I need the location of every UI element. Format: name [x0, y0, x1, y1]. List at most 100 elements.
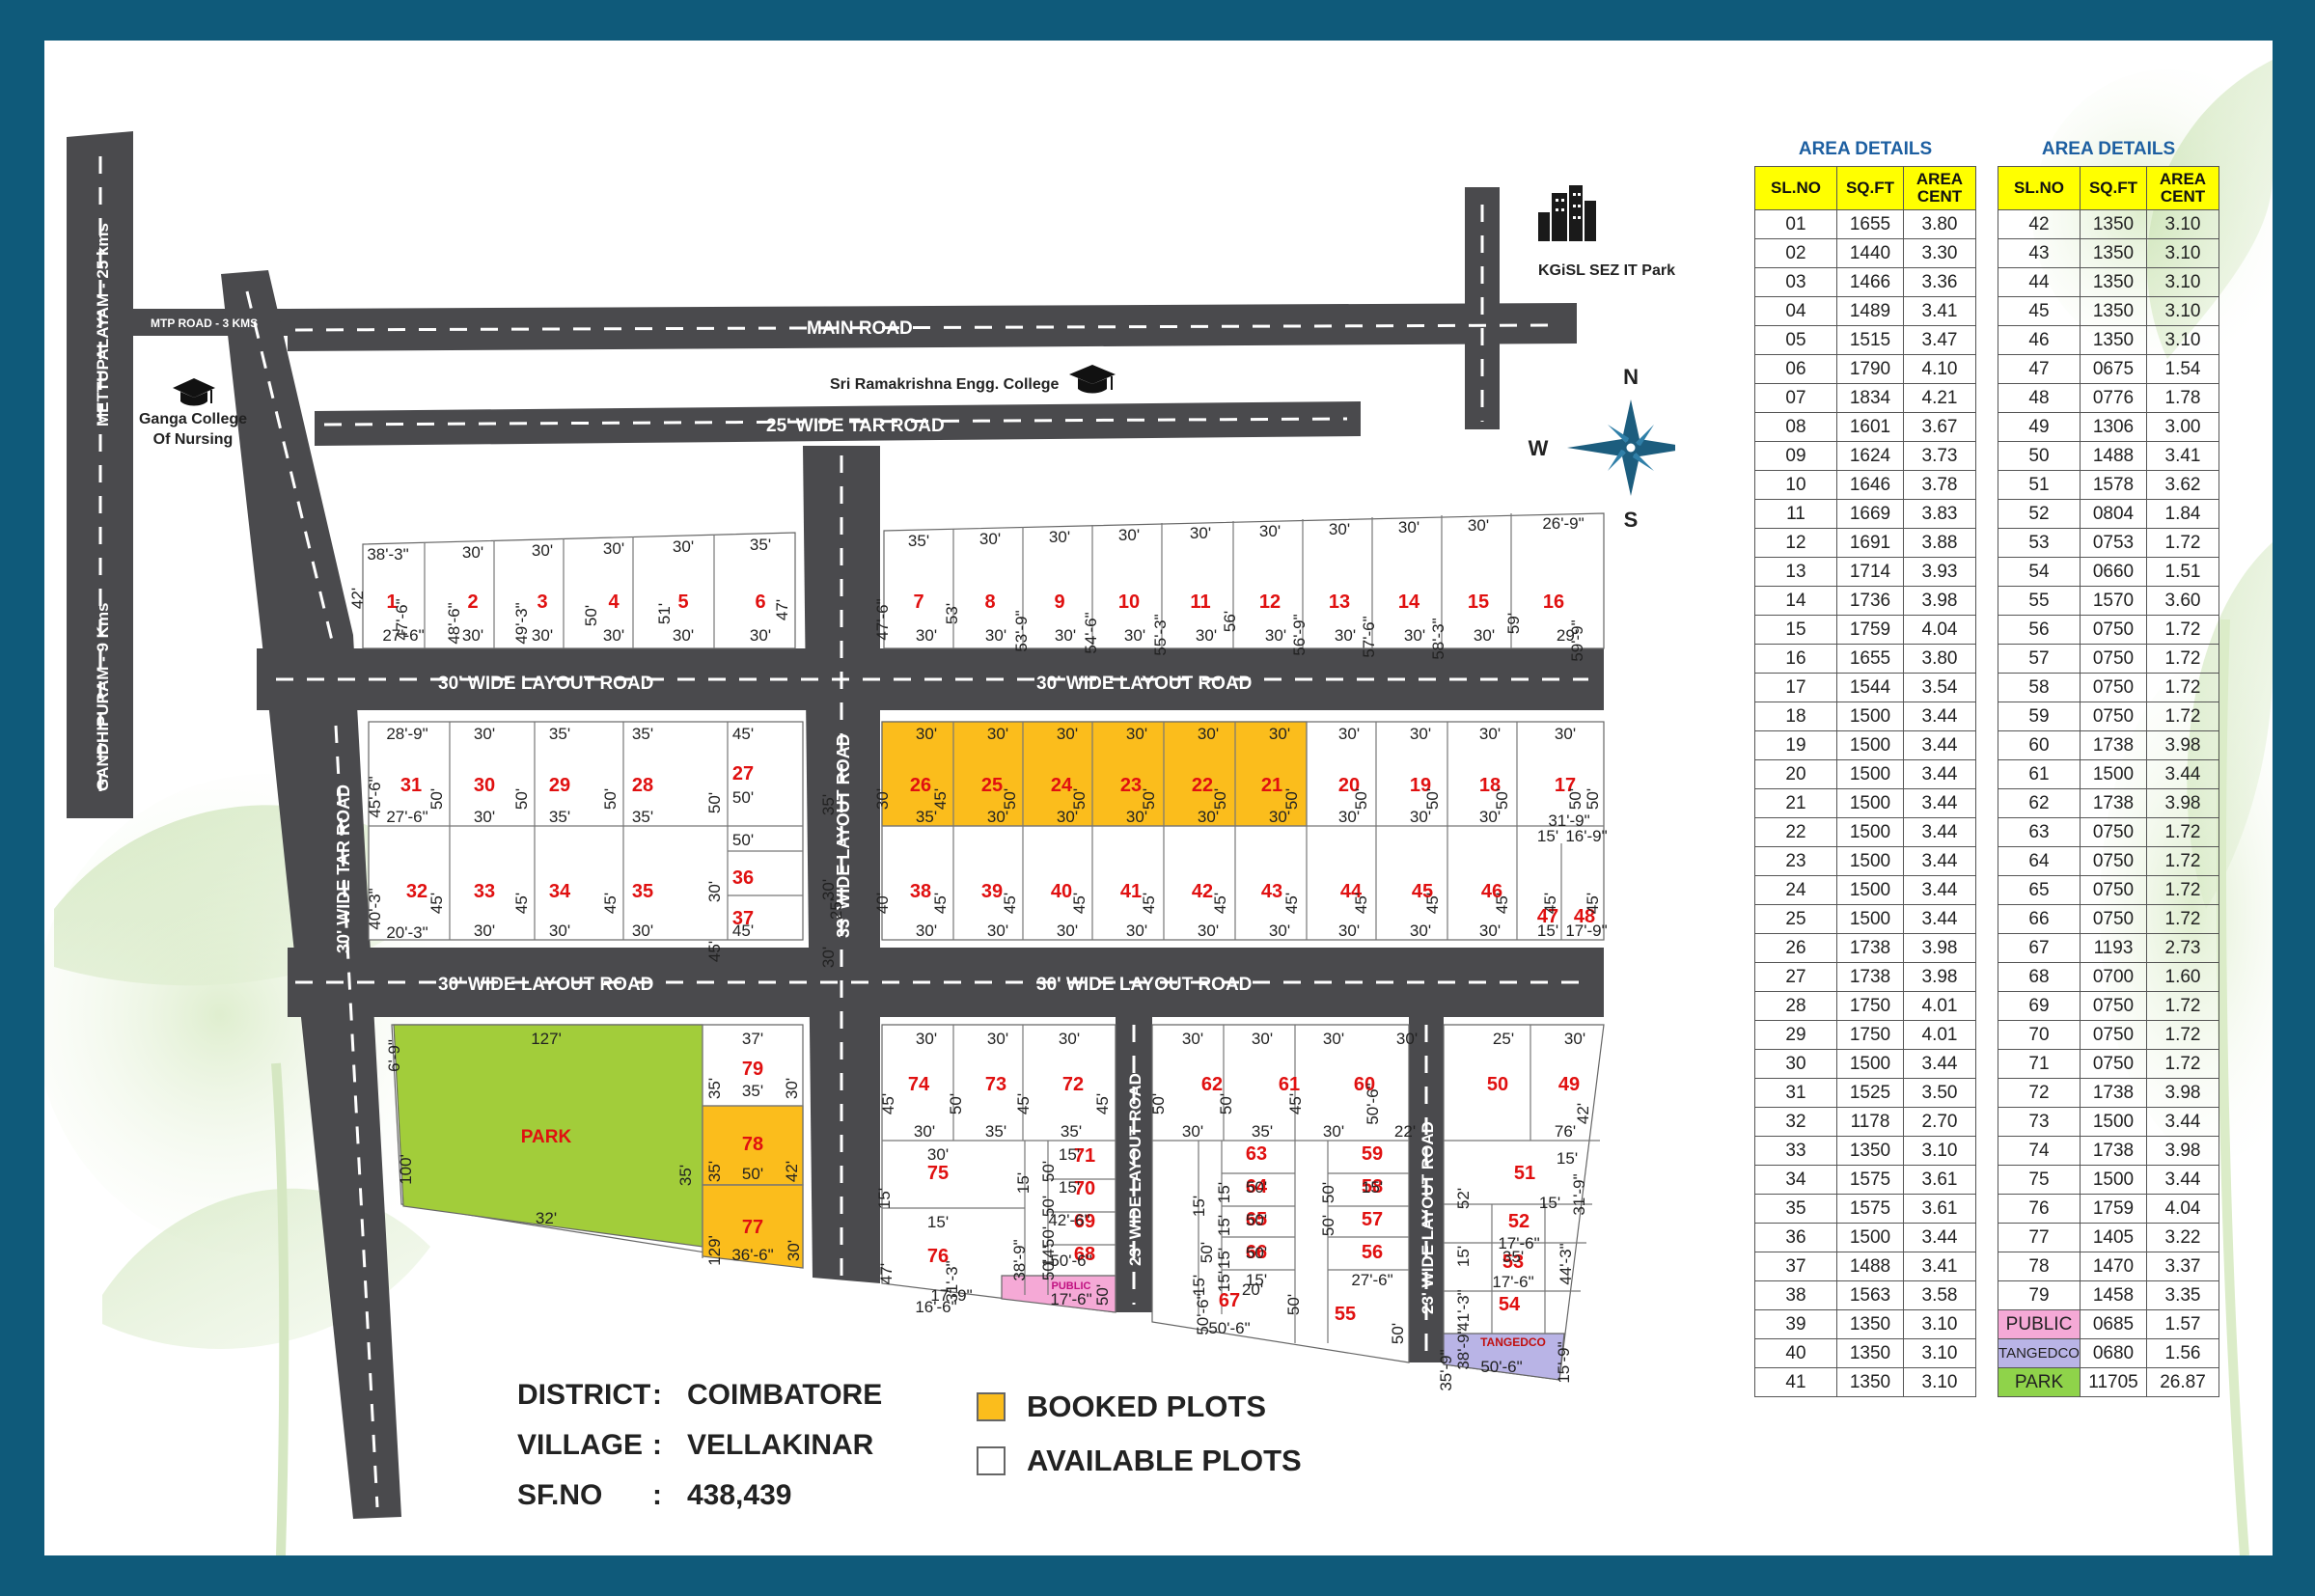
dimension-label: 15' [1059, 1178, 1080, 1197]
dimension-label: 129' [705, 1235, 724, 1266]
dimension-label: 30' [1049, 528, 1070, 546]
cell-sqft: 1500 [1836, 1049, 1904, 1079]
cell-slno: 22 [1754, 817, 1837, 847]
dimension-label: 50' [732, 788, 754, 807]
dimension-label: 30' [1055, 626, 1076, 645]
cell-area: 4.10 [1903, 354, 1976, 384]
plot-number-20: 20 [1338, 775, 1360, 796]
dimension-label: 15' [1246, 1271, 1267, 1289]
dimension-label: 40' [873, 893, 892, 914]
cell-area: 3.30 [1903, 238, 1976, 268]
plot-number-54: 54 [1499, 1294, 1521, 1315]
dimension-label: 50'-6" [1050, 1252, 1091, 1270]
cell-sqft: 1624 [1836, 441, 1904, 471]
sfno-value: 438,439 [687, 1479, 792, 1511]
dimension-label: 15' [1557, 1149, 1578, 1168]
dimension-label: 30' [1182, 1030, 1203, 1048]
plot-number-15: 15 [1468, 592, 1489, 613]
dimension-label: 30' [1198, 725, 1219, 743]
cell-sqft: 1738 [1836, 962, 1904, 992]
dimension-label: 59'-9" [1568, 619, 1586, 661]
cell-slno: 75 [1998, 1165, 2081, 1195]
cell-slno: 03 [1754, 267, 1837, 297]
dimension-label: 30' [914, 1122, 935, 1141]
plot-number-41: 41 [1120, 881, 1142, 902]
dimension-label: 17'-6" [1492, 1273, 1533, 1291]
dimension-label: 30' [1118, 526, 1140, 544]
dimension-label: 50' [1389, 1323, 1407, 1344]
cell-slno: 09 [1754, 441, 1837, 471]
dimension-label: 30' [549, 922, 570, 940]
cell-sqft: 1500 [2080, 759, 2147, 789]
cell-sqft: 1570 [2080, 586, 2147, 616]
dimension-label: 6'-9" [385, 1039, 403, 1072]
cell-sqft: 1350 [1836, 1338, 1904, 1368]
cell-area: 1.72 [2146, 644, 2219, 674]
legend-available: AVAILABLE PLOTS [977, 1444, 1302, 1478]
dimension-label: 30' [1059, 1030, 1080, 1048]
dimension-label: 30' [987, 808, 1008, 826]
road-label-layout33: 33' WIDE LAYOUT ROAD [834, 733, 853, 938]
dimension-label: 30' [1198, 808, 1219, 826]
cell-sqft: 1669 [1836, 499, 1904, 529]
cell-sqft: 1350 [1836, 1136, 1904, 1166]
dimension-label: 42'-6" [1048, 1211, 1089, 1229]
road-label-layout30-4: 30' WIDE LAYOUT ROAD [1036, 975, 1252, 995]
plot-number-63: 63 [1246, 1143, 1267, 1165]
cell-slno: 32 [1754, 1107, 1837, 1137]
dimension-label: 25' [1493, 1030, 1514, 1048]
dimension-label: 35' [705, 1078, 724, 1099]
plot-number-1: 1 [386, 592, 397, 613]
dimension-label: 50' [1493, 788, 1511, 810]
cell-sqft: 1350 [2080, 325, 2147, 355]
cell-area: 3.58 [1903, 1280, 1976, 1310]
dimension-label: 30' [1338, 808, 1360, 826]
plot-number-58: 58 [1362, 1176, 1383, 1197]
dimension-label: 17'-9" [1565, 922, 1607, 940]
dimension-label: 50' [1211, 788, 1229, 810]
plot-number-5: 5 [677, 592, 688, 613]
dimension-label: 45' [1286, 1093, 1305, 1114]
cell-slno: 08 [1754, 412, 1837, 442]
plot-number-46: 46 [1481, 881, 1502, 902]
plot-number-29: 29 [549, 775, 570, 796]
cell-area: 3.60 [2146, 586, 2219, 616]
cell-area: 3.10 [1903, 1367, 1976, 1397]
cell-area: 3.35 [2146, 1280, 2219, 1310]
dimension-label: 40'-3" [366, 888, 384, 929]
dimension-label: 15' [875, 1188, 894, 1209]
cell-area: 1.72 [2146, 846, 2219, 876]
cell-area: 3.37 [2146, 1252, 2219, 1281]
cell-slno: 67 [1998, 933, 2081, 963]
cell-slno: 74 [1998, 1136, 2081, 1166]
cell-sqft: 1500 [1836, 702, 1904, 731]
cell-slno: 30 [1754, 1049, 1837, 1079]
cell-area: 3.83 [1903, 499, 1976, 529]
cell-sqft: 0660 [2080, 557, 2147, 587]
dimension-label: 45' [1001, 893, 1019, 914]
dimension-label: 47' [773, 599, 791, 620]
dimension-label: 35' [705, 1161, 724, 1182]
dimension-label: 56' [1221, 611, 1239, 632]
cell-area: 3.00 [2146, 412, 2219, 442]
dimension-label: 32' [536, 1209, 557, 1227]
cell-sqft: 1500 [1836, 875, 1904, 905]
area-details-title: AREA DETAILS [2041, 139, 2176, 159]
layout-map: METTUPALAYAM - 25 kms GANDHIPURAM - 9 Km… [44, 41, 1675, 1519]
plot-numbers: 1 2 3 4 5 6 7 8 9 10 11 12 13 14 15 16 3… [386, 592, 1595, 1325]
cell-slno: 77 [1998, 1223, 2081, 1252]
dimension-label: 30' [1196, 626, 1217, 645]
plot-number-33: 33 [474, 881, 495, 902]
dimension-label: 50' [601, 788, 620, 810]
plot-number-25: 25 [981, 775, 1003, 796]
cell-area: 3.98 [2146, 1136, 2219, 1166]
